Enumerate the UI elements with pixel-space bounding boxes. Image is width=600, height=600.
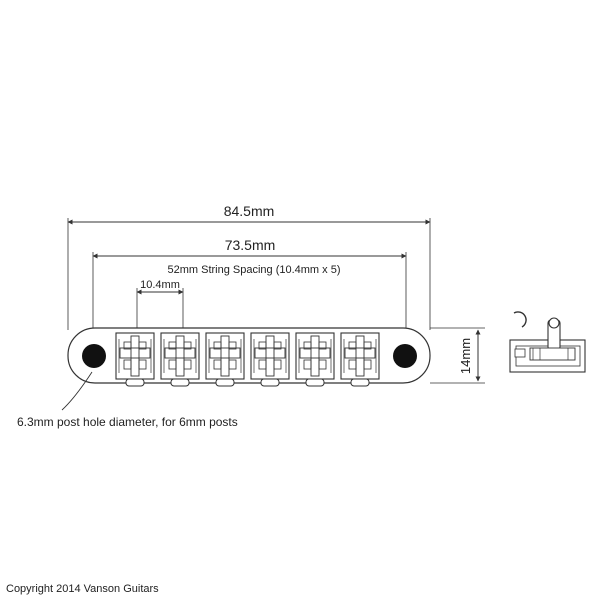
saddle	[160, 332, 200, 387]
bridge-body	[67, 327, 431, 384]
dimension-height: 14mm	[430, 327, 485, 384]
saddle	[250, 332, 290, 387]
post-hole-right	[393, 344, 417, 368]
bridge-side-view	[509, 311, 586, 373]
saddle	[205, 332, 245, 387]
copyright-text: Copyright 2014 Vanson Guitars	[6, 583, 159, 595]
saddle	[115, 332, 155, 387]
post-hole-callout: 6.3mm post hole diameter, for 6mm posts	[17, 371, 238, 429]
dimension-post-spacing: 73.5mm	[92, 237, 407, 345]
saddle-group	[115, 332, 380, 387]
string-spacing-label: 52mm String Spacing (10.4mm x 5)	[167, 264, 340, 276]
post-hole-label: 6.3mm post hole diameter, for 6mm posts	[17, 415, 238, 429]
height-label: 14mm	[458, 338, 473, 374]
saddle-spacing-label: 10.4mm	[140, 279, 180, 291]
post-hole-left	[82, 344, 106, 368]
dimension-overall-length: 84.5mm	[67, 203, 431, 330]
overall-length-label: 84.5mm	[224, 203, 275, 219]
saddle	[340, 332, 380, 387]
saddle	[295, 332, 335, 387]
post-spacing-label: 73.5mm	[225, 237, 276, 253]
